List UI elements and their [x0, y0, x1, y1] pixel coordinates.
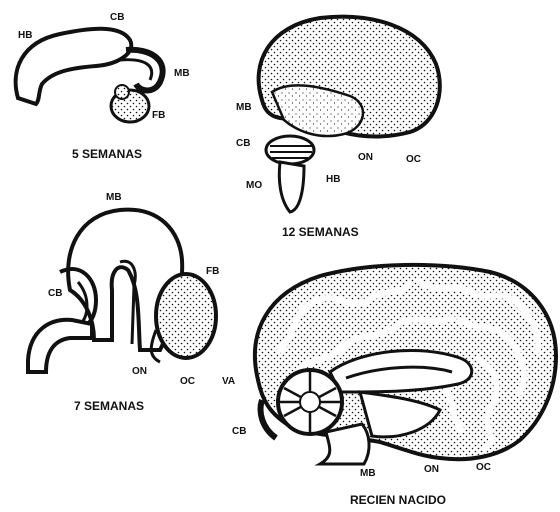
- label-cb-12w: CB: [236, 138, 250, 149]
- label-mb-5w: MB: [174, 68, 190, 79]
- label-mb-12w: MB: [236, 102, 252, 113]
- label-mb-newborn: MB: [360, 468, 376, 479]
- panel-5-weeks: HB CB MB FB 5 SEMANAS: [16, 12, 190, 161]
- caption-newborn: RECIEN NACIDO: [350, 493, 446, 507]
- label-oc-12w: OC: [406, 154, 421, 165]
- label-cb-7w: CB: [48, 288, 62, 299]
- caption-12-weeks: 12 SEMANAS: [282, 225, 359, 239]
- label-va-newborn: VA: [222, 376, 235, 387]
- label-cb-5w: CB: [110, 12, 124, 23]
- label-oc-7w: OC: [180, 376, 195, 387]
- caption-7-weeks: 7 SEMANAS: [74, 399, 144, 413]
- label-fb-5w: FB: [152, 110, 165, 121]
- label-on-newborn: ON: [424, 464, 439, 475]
- label-mo-12w: MO: [246, 180, 262, 191]
- panel-newborn: VA CB MB ON OC RECIEN NACIDO: [222, 265, 556, 507]
- label-cb-newborn: CB: [232, 426, 246, 437]
- label-on-7w: ON: [132, 366, 147, 377]
- brain-newborn-figure: [255, 265, 556, 464]
- label-hb-12w: HB: [326, 174, 340, 185]
- label-fb-7w: FB: [206, 266, 219, 277]
- label-on-12w: ON: [358, 152, 373, 163]
- brain-12-weeks-figure: [259, 17, 440, 212]
- brain-5-weeks-figure: [16, 29, 163, 122]
- label-oc-newborn: OC: [476, 462, 491, 473]
- panel-7-weeks: MB FB CB ON OC 7 SEMANAS: [28, 192, 219, 413]
- label-mb-7w: MB: [106, 192, 122, 203]
- panel-12-weeks: MB CB MO ON OC HB 12 SEMANAS: [236, 17, 440, 239]
- label-hb-5w: HB: [18, 30, 32, 41]
- caption-5-weeks: 5 SEMANAS: [72, 147, 142, 161]
